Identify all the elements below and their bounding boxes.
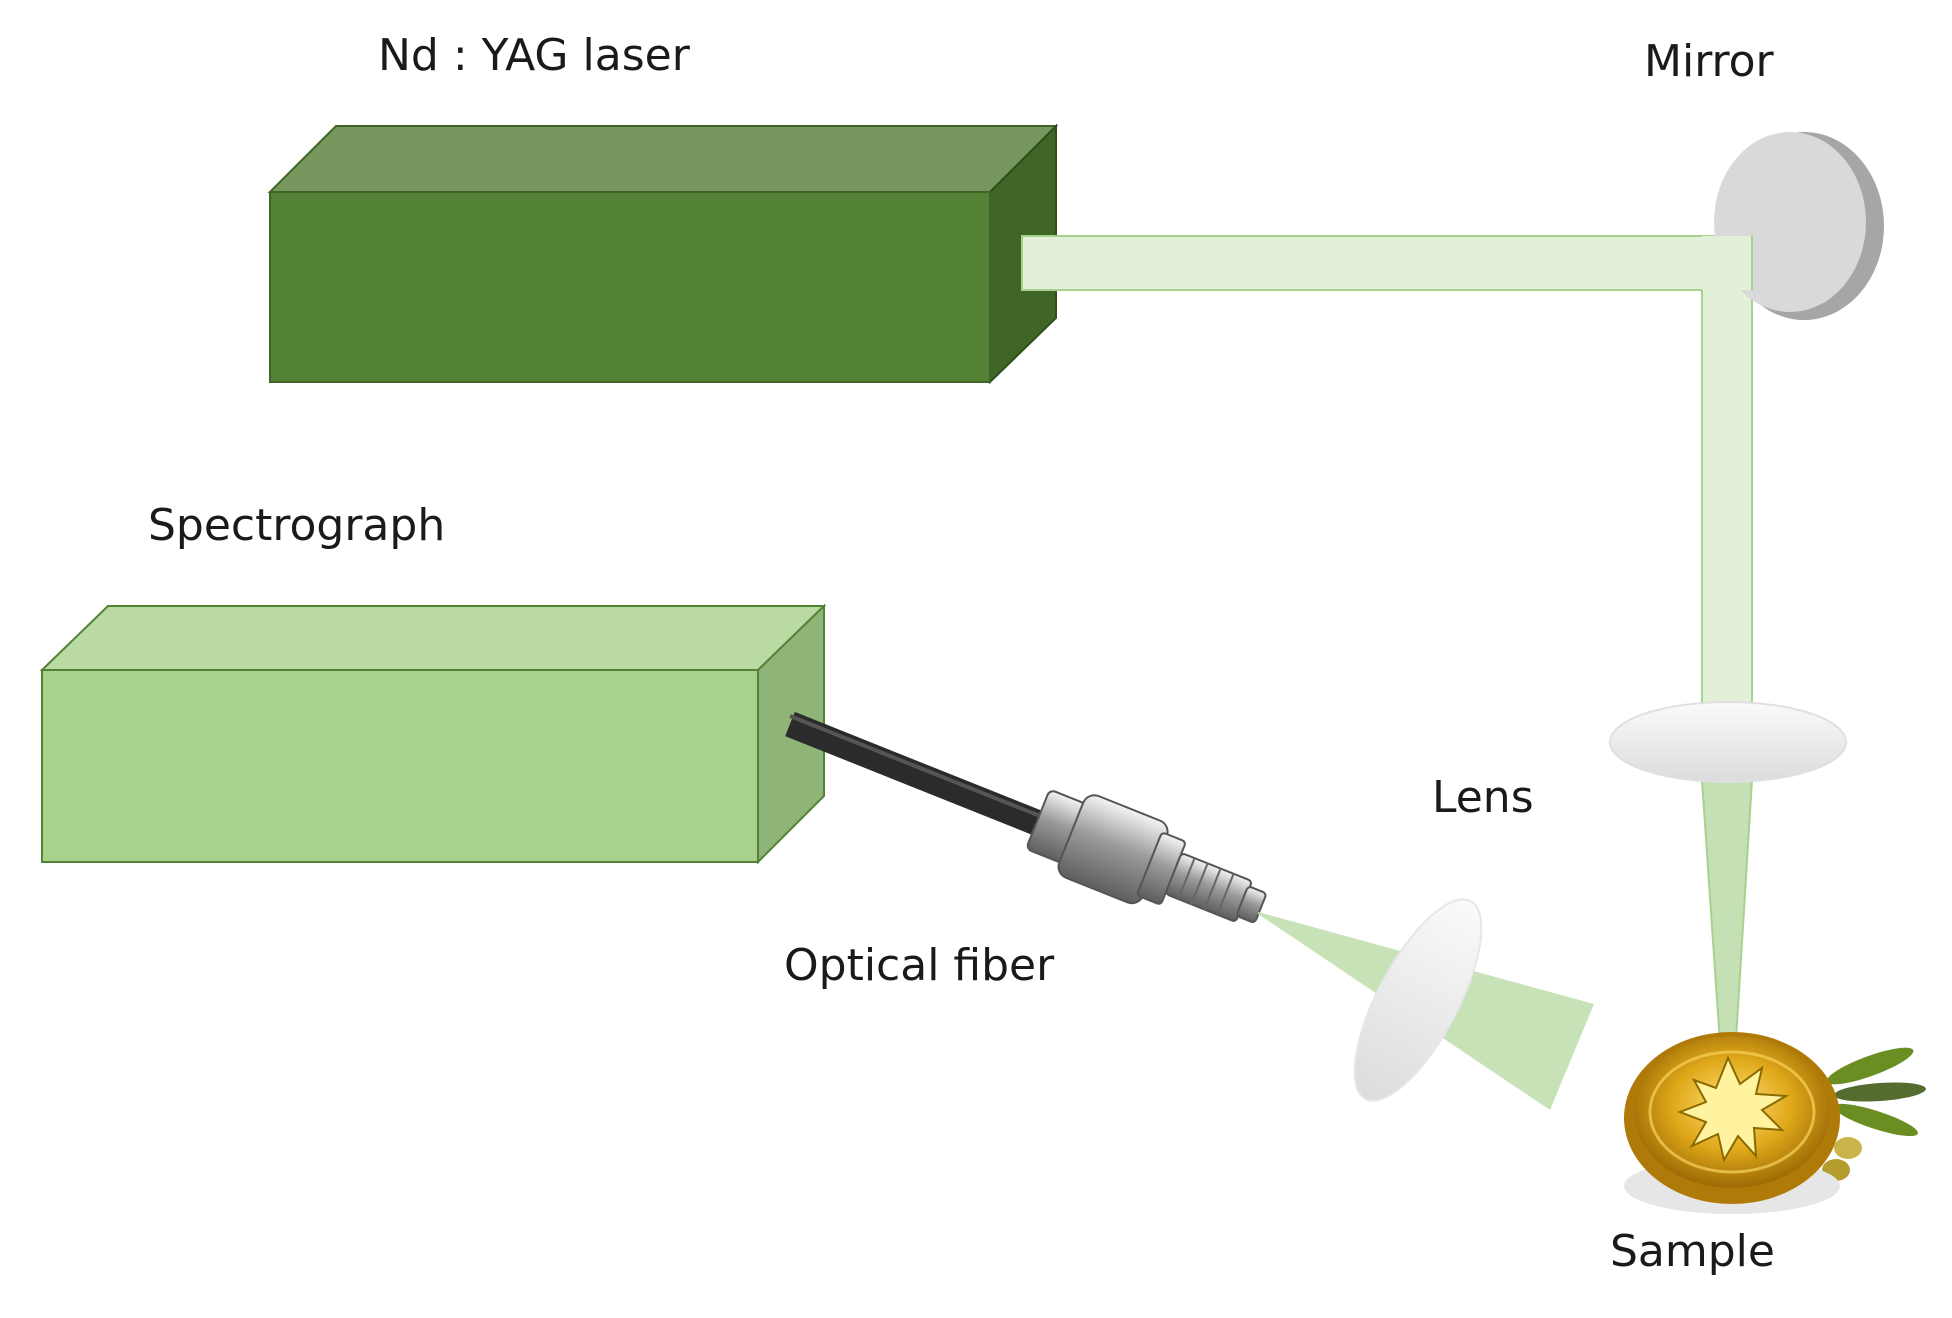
collection-lens bbox=[1353, 898, 1483, 1102]
laser-beam bbox=[1021, 235, 1753, 729]
mirror-label: Mirror bbox=[1644, 36, 1775, 87]
focused-beam-cone bbox=[1700, 779, 1754, 1073]
optical-fiber-label: Optical fiber bbox=[784, 940, 1055, 991]
fiber-cable bbox=[785, 711, 1055, 841]
spectrograph-front-face bbox=[41, 669, 759, 863]
laser-beam-path bbox=[1021, 235, 1753, 729]
focusing-lens bbox=[1609, 701, 1847, 783]
laser-label: Nd : YAG laser bbox=[378, 30, 691, 81]
lens-label: Lens bbox=[1432, 772, 1534, 823]
plasma-spark bbox=[1677, 1055, 1790, 1163]
laser-front-face bbox=[269, 191, 991, 383]
mirror bbox=[1702, 132, 1884, 320]
fiber-connector bbox=[1026, 790, 1267, 923]
spectrograph-top-face bbox=[39, 605, 827, 671]
focused-beam bbox=[1700, 779, 1754, 1073]
spectrograph-label: Spectrograph bbox=[148, 500, 445, 551]
spectrograph-box bbox=[39, 603, 827, 865]
sample bbox=[1624, 1032, 1926, 1214]
focusing-lens-body bbox=[1609, 701, 1847, 783]
sample-label: Sample bbox=[1610, 1226, 1775, 1277]
laser-top-face bbox=[267, 125, 1059, 193]
collection-lens-body bbox=[1353, 898, 1483, 1102]
optical-fiber bbox=[785, 711, 1267, 923]
laser-box bbox=[267, 123, 1059, 385]
